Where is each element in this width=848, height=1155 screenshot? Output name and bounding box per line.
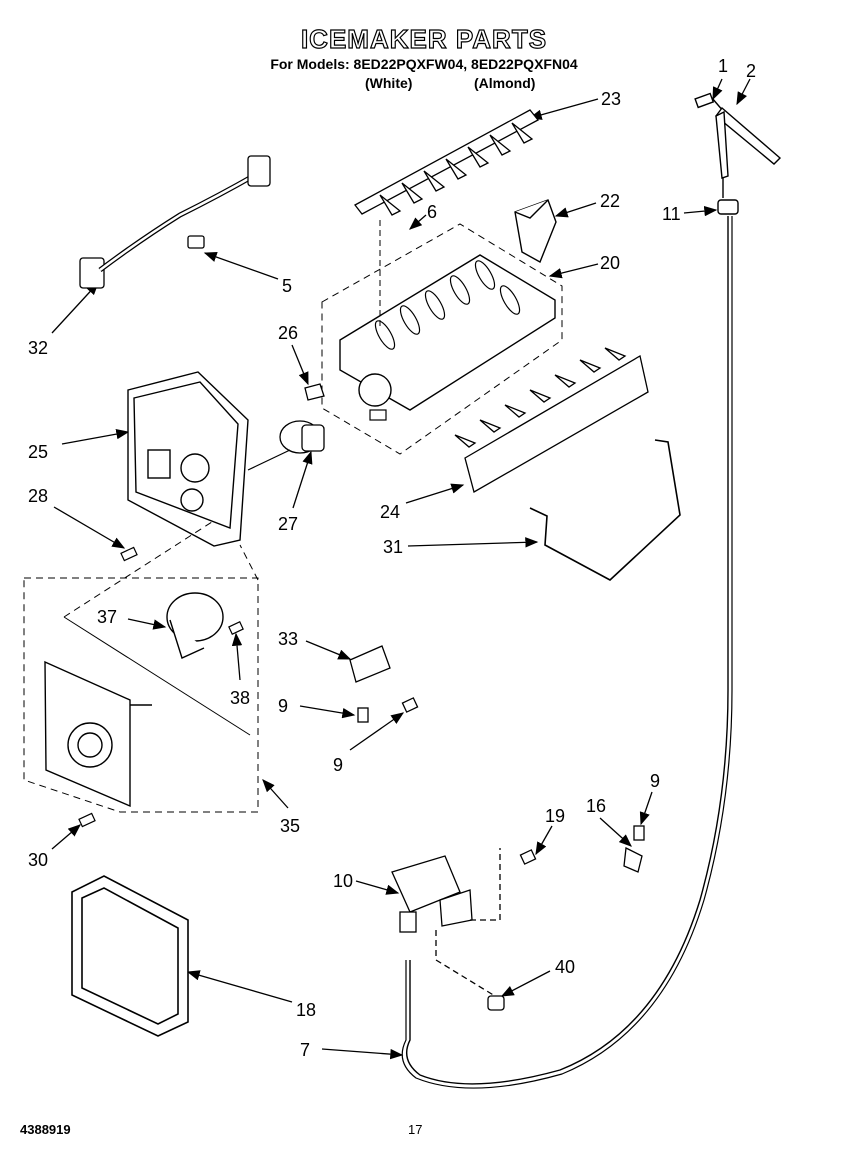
- callout-30: 30: [28, 850, 49, 870]
- water-valve-part: [391, 825, 645, 1011]
- module-plate-part: [44, 660, 152, 808]
- page-number: 17: [408, 1122, 423, 1137]
- callout-35: 35: [280, 816, 301, 836]
- callout-27: 27: [278, 514, 299, 534]
- callout-26: 26: [278, 323, 299, 343]
- fill-tube-assembly: [694, 92, 782, 215]
- callout-9-bracket: 9: [278, 696, 289, 716]
- callout-32: 32: [28, 338, 49, 358]
- callout-22: 22: [600, 191, 621, 211]
- control-assembly-box: [23, 519, 259, 813]
- callout-9-clamp: 9: [650, 771, 661, 791]
- callout-18: 18: [296, 1000, 317, 1020]
- callout-20: 20: [600, 253, 621, 273]
- stripper-part: [454, 347, 649, 493]
- models-line: For Models: 8ED22PQXFW04, 8ED22PQXFN04: [270, 56, 578, 72]
- water-supply-tube: [406, 216, 729, 1085]
- callout-28: 28: [28, 486, 49, 506]
- module-motor-part: [166, 592, 224, 659]
- ice-mold-part: [321, 223, 563, 455]
- shutoff-arm-part: [529, 439, 681, 581]
- callout-38: 38: [230, 688, 251, 708]
- callout-25: 25: [28, 442, 49, 462]
- callout-23: 23: [601, 89, 622, 109]
- callout-40: 40: [555, 957, 576, 977]
- cover-18-part: [71, 875, 189, 1037]
- wiring-harness-part: [79, 155, 271, 289]
- callout-33: 33: [278, 629, 299, 649]
- callout-6: 6: [427, 202, 438, 222]
- motor-parts: [279, 383, 325, 454]
- callout-31: 31: [383, 537, 404, 557]
- callout-5: 5: [282, 276, 293, 296]
- callout-16: 16: [586, 796, 607, 816]
- page-title: ICEMAKER PARTS: [300, 23, 548, 54]
- callout-37: 37: [97, 607, 118, 627]
- document-id: 4388919: [20, 1122, 71, 1137]
- variant-almond: (Almond): [474, 75, 536, 91]
- variant-white: (White): [365, 75, 413, 91]
- leader-lines: [51, 78, 751, 1060]
- module-housing-part: [127, 371, 249, 547]
- callout-7: 7: [300, 1040, 311, 1060]
- callout-2: 2: [746, 61, 757, 81]
- ejector-part: [354, 109, 539, 216]
- callout-11: 11: [662, 204, 681, 224]
- callout-24: 24: [380, 502, 401, 522]
- bracket-33-part: [349, 645, 419, 723]
- callout-19: 19: [545, 806, 566, 826]
- fill-cup-part: [514, 199, 557, 263]
- callout-1: 1: [718, 56, 729, 76]
- callout-10: 10: [333, 871, 354, 891]
- callout-9-screw: 9: [333, 755, 344, 775]
